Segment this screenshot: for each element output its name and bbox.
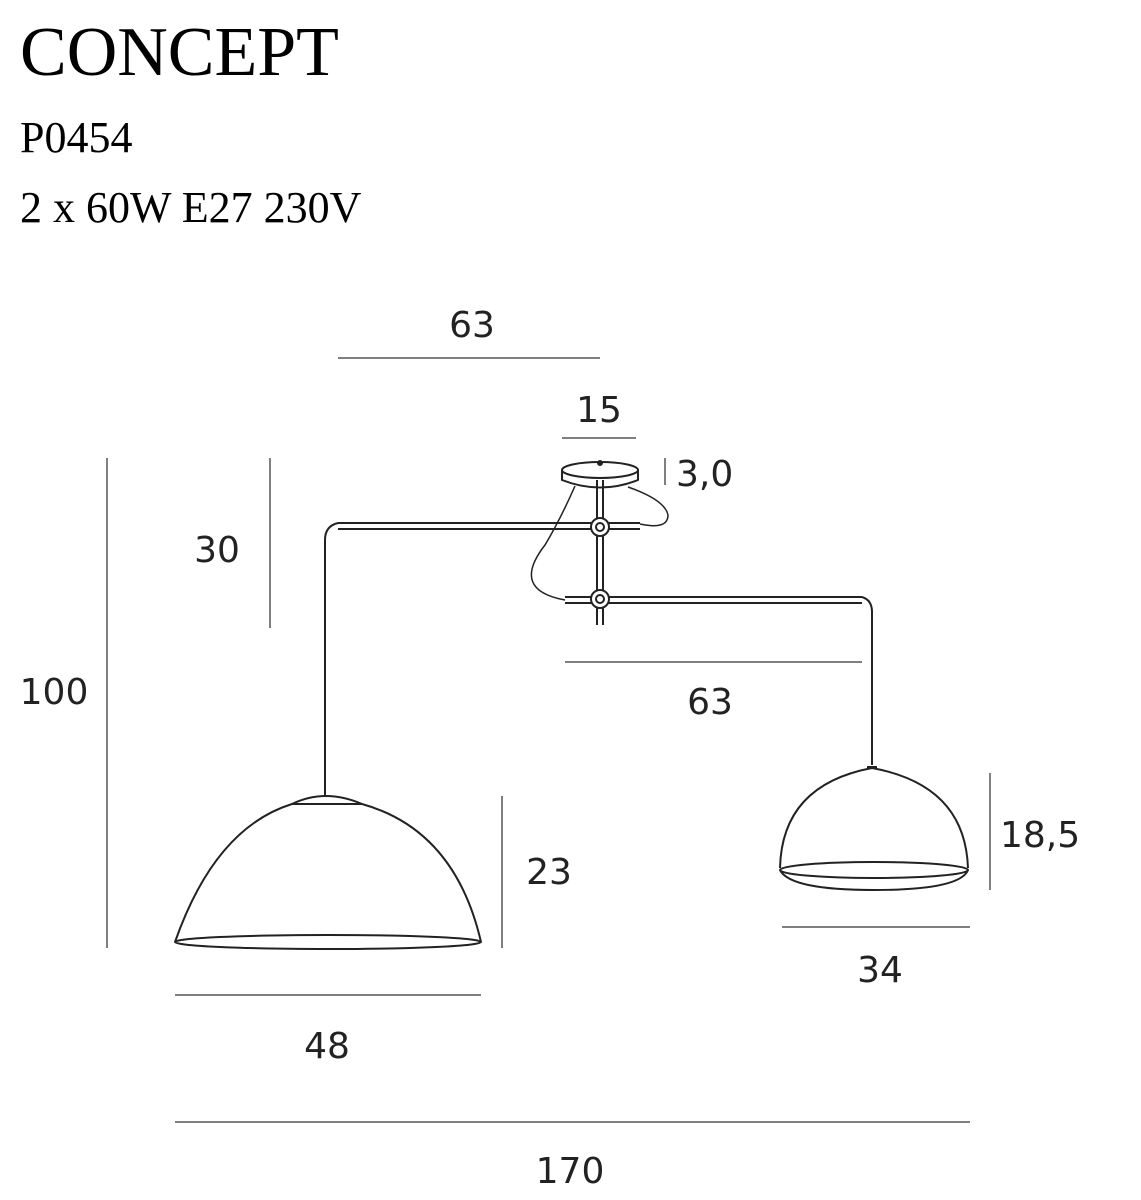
label-top-arm-drop: 30	[194, 530, 240, 571]
upper-arm	[324, 522, 640, 785]
label-canopy-height: 3,0	[676, 454, 733, 495]
label-canopy-width: 15	[576, 390, 622, 431]
large-shade	[174, 785, 482, 950]
product-title: CONCEPT	[20, 14, 339, 91]
label-lower-arm-length: 63	[687, 682, 733, 723]
label-small-shade-diameter: 34	[857, 950, 903, 991]
product-code: P0454	[20, 113, 133, 162]
label-total-width: 170	[536, 1151, 605, 1192]
lower-arm	[565, 596, 873, 765]
dimension-labels: 63 15 3,0 30 100 63 23 18,5 48 34 170	[20, 305, 1081, 1192]
label-large-shade-diameter: 48	[304, 1026, 350, 1067]
lamp-illustration	[174, 460, 969, 950]
dimension-lines	[106, 357, 991, 1123]
lower-joint	[590, 589, 610, 609]
label-large-shade-height: 23	[526, 852, 572, 893]
label-small-shade-height: 18,5	[1000, 815, 1080, 856]
ceiling-canopy	[561, 460, 639, 489]
small-shade	[779, 766, 969, 892]
label-top-arm-length: 63	[449, 305, 495, 346]
upper-joint	[590, 517, 610, 537]
label-total-height: 100	[20, 672, 89, 713]
power-cable	[530, 485, 576, 601]
product-specs: 2 x 60W E27 230V	[20, 183, 362, 232]
